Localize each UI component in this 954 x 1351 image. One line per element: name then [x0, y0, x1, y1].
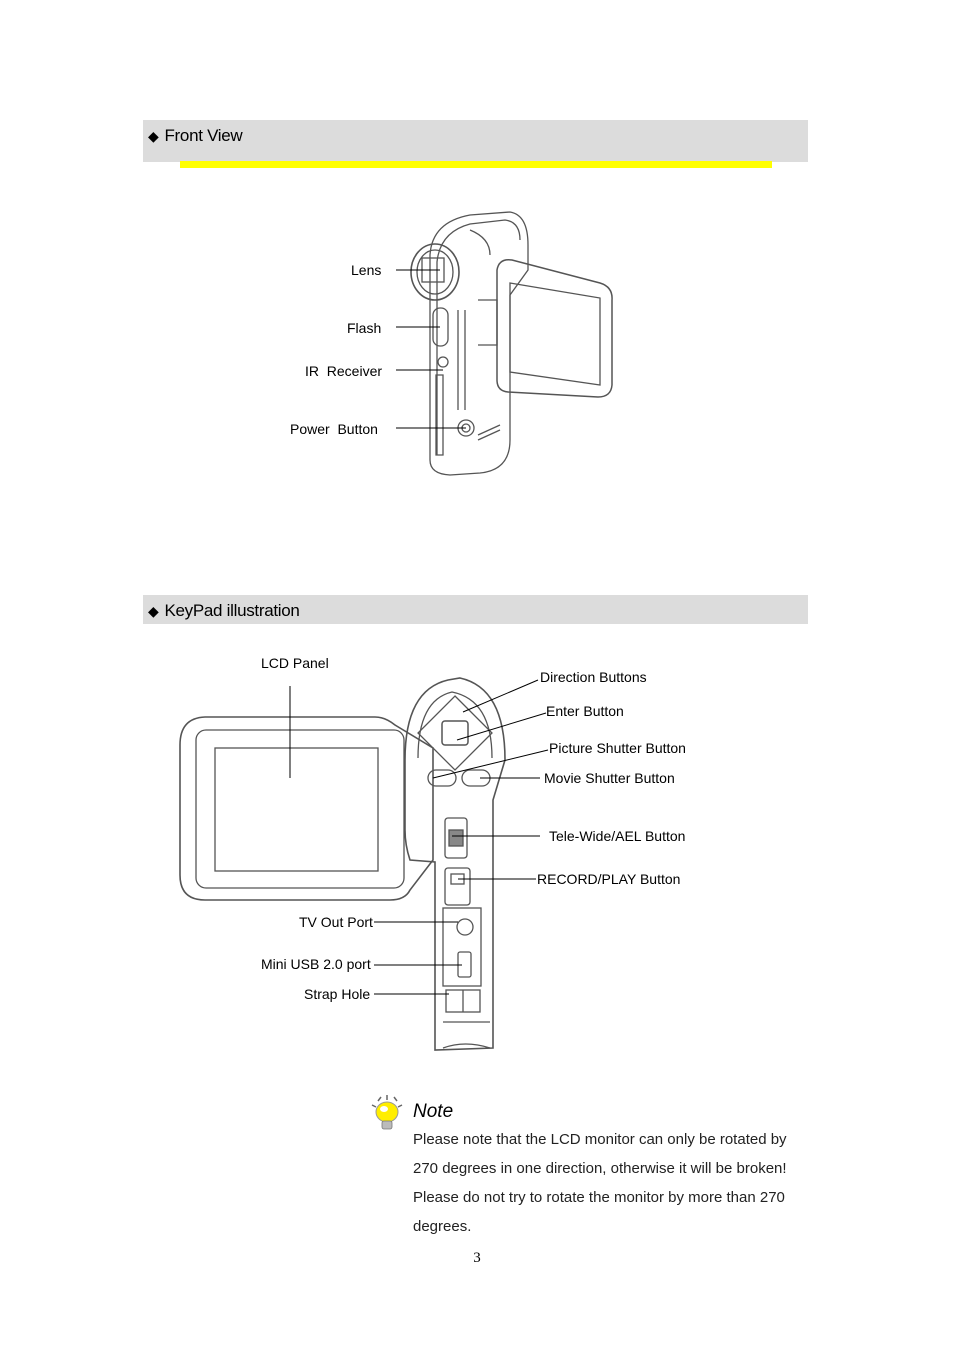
front-view-title: ◆Front View [148, 126, 243, 145]
diamond-bullet-icon: ◆ [148, 128, 159, 144]
movie-shutter-label: Movie Shutter Button [544, 770, 675, 786]
note-body: Please note that the LCD monitor can onl… [413, 1131, 787, 1235]
enter-button-label: Enter Button [546, 703, 624, 719]
picture-shutter-label: Picture Shutter Button [549, 740, 686, 756]
mini-usb-label: Mini USB 2.0 port [261, 956, 371, 972]
diamond-bullet-icon: ◆ [148, 603, 159, 619]
ir-receiver-label: IR Receiver [305, 363, 383, 379]
camera-front-illustration [410, 211, 613, 476]
strap-hole-label: Strap Hole [304, 986, 371, 1002]
record-play-label: RECORD/PLAY Button [537, 871, 681, 887]
tele-wide-label: Tele-Wide/AEL Button [549, 828, 686, 844]
front-view-header-bar [143, 120, 808, 162]
keypad-header-bar [143, 595, 808, 624]
direction-buttons-label: Direction Buttons [540, 669, 647, 685]
tv-out-label: TV Out Port [299, 914, 373, 930]
power-button-label: Power Button [290, 421, 378, 437]
front-leader-lines [396, 269, 466, 429]
yellow-underline [180, 161, 772, 168]
lightbulb-icon [371, 1095, 403, 1130]
note-title: Note [413, 1101, 454, 1122]
keypad-title: ◆KeyPad illustration [148, 601, 300, 620]
keypad-leader-lines [289, 679, 549, 995]
lens-label: Lens [351, 262, 382, 278]
flash-label: Flash [347, 320, 382, 336]
camera-keypad-illustration [179, 677, 506, 1051]
lcd-panel-label: LCD Panel [261, 655, 329, 671]
page-number: 3 [473, 1250, 481, 1266]
